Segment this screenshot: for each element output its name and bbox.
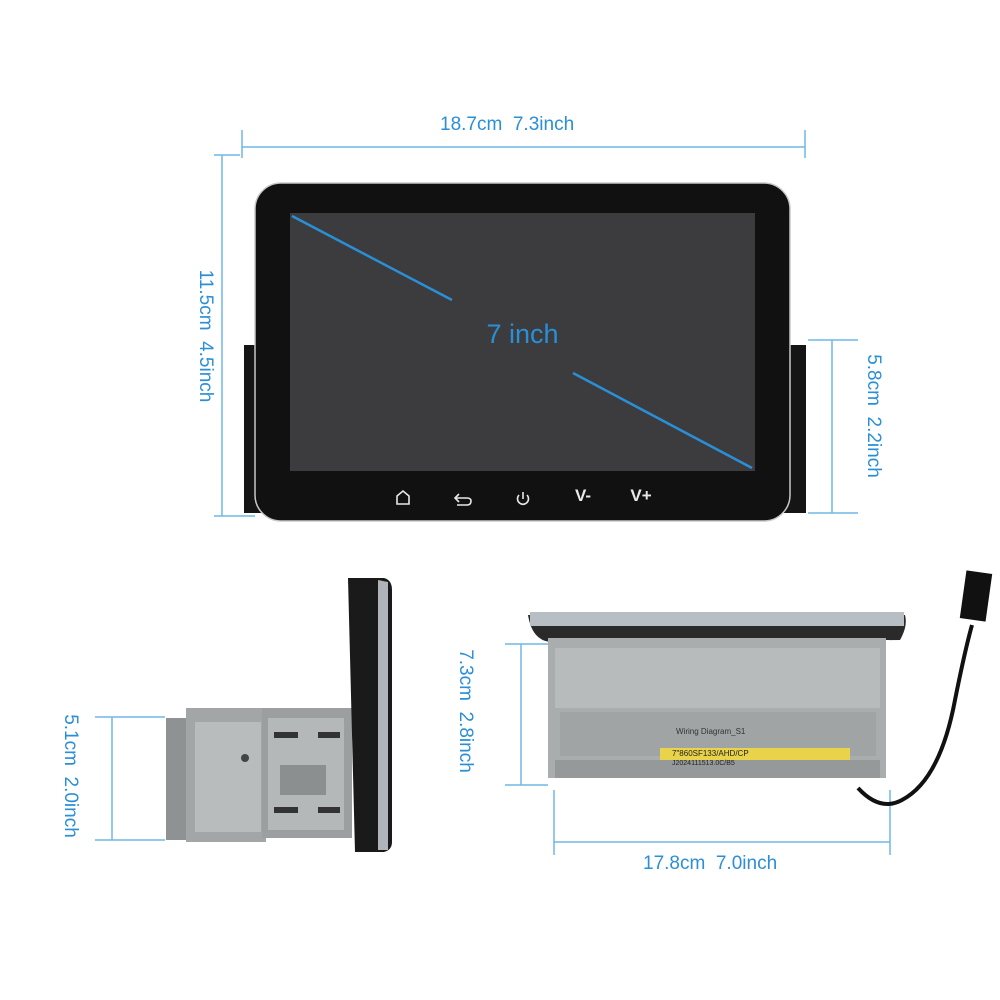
screen-size-label: 7 inch: [486, 319, 559, 349]
side-height-label: 5.1cm 2.0inch: [60, 714, 81, 838]
rear-width-dimension: [553, 790, 891, 855]
diagonal-line-upper: [291, 214, 453, 302]
rear-height-label: 7.3cm 2.8inch: [455, 649, 476, 773]
volume-up-button[interactable]: V+: [630, 486, 652, 505]
side-height-dimension: [95, 716, 165, 841]
volume-down-button[interactable]: V-: [574, 486, 592, 505]
side-view-unit: [166, 578, 392, 852]
home-icon[interactable]: [396, 489, 410, 505]
rear-width-label: 17.8cm 7.0inch: [643, 853, 778, 874]
usb-cable: [856, 570, 993, 806]
wiring-diagram-label: Wiring Diagram_S1: [676, 727, 746, 736]
rear-height-dimension: [505, 643, 548, 786]
rear-view-unit: [528, 612, 906, 778]
chassis-height-label: 5.8cm 2.2inch: [863, 354, 884, 478]
front-width-dimension: [241, 130, 806, 158]
power-icon[interactable]: [516, 492, 530, 506]
front-height-dimension: [214, 154, 255, 517]
front-width-label: 18.7cm 7.3inch: [440, 114, 575, 135]
back-icon[interactable]: [453, 493, 472, 506]
diagonal-line-lower: [572, 371, 753, 470]
front-height-label: 11.5cm 4.5inch: [195, 269, 216, 403]
sticker-line-1: 7"860SF133/AHD/CP: [672, 749, 749, 758]
chassis-height-dimension: [808, 339, 858, 514]
sticker-line-2: J2024111513.0C/B5: [672, 760, 735, 767]
